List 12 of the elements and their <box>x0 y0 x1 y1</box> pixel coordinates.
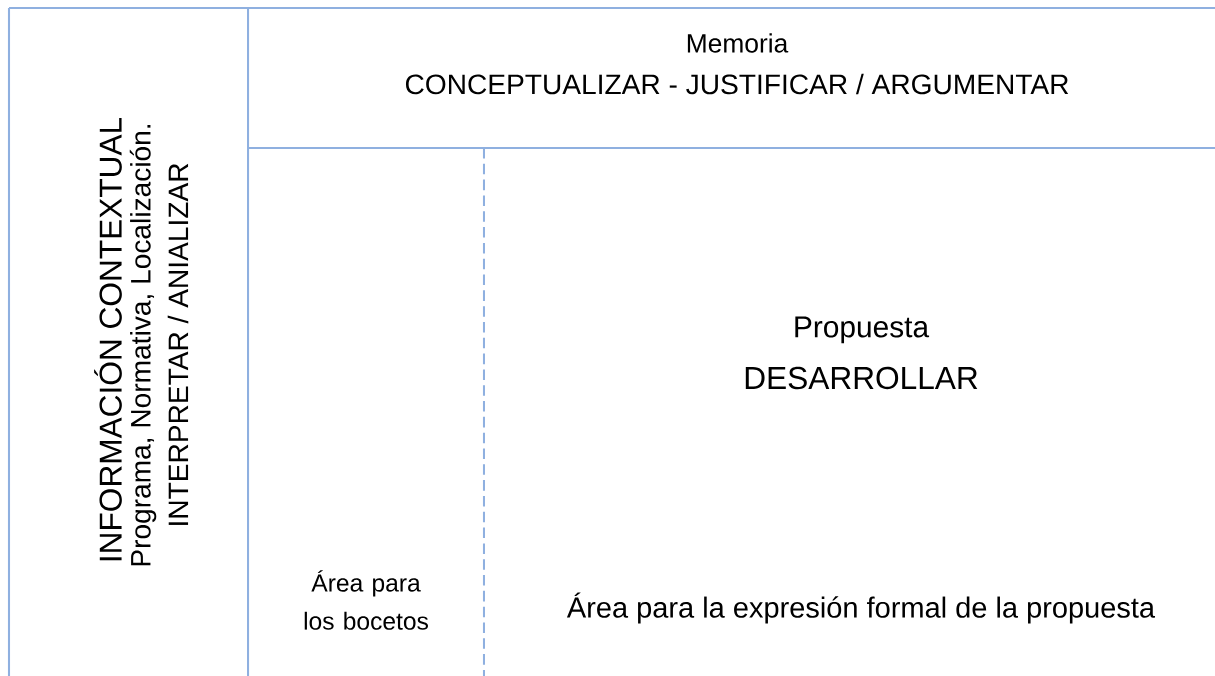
context-column <box>7 6 250 676</box>
column-text: INTERPRETAR / ANIALIZAR <box>167 163 189 525</box>
area-heading: Propuesta <box>795 316 930 344</box>
column-heading: INFORMACIÓN CONTEXTUAL <box>94 117 122 561</box>
area-heading: DESARROLLAR <box>745 366 978 390</box>
area-text: Área para la expresión formal de la propuesta <box>566 592 1155 624</box>
column-text: Programa, Normativa, Localización. <box>129 125 157 566</box>
band-text: CONCEPTUALIZAR - JUSTIFICAR / ARGUMENTAR <box>405 73 1069 95</box>
band-heading: Memoria <box>687 33 789 53</box>
sketch-column <box>304 148 486 676</box>
column-text: Área para los bocetos <box>304 570 428 630</box>
header-band <box>248 6 1215 150</box>
